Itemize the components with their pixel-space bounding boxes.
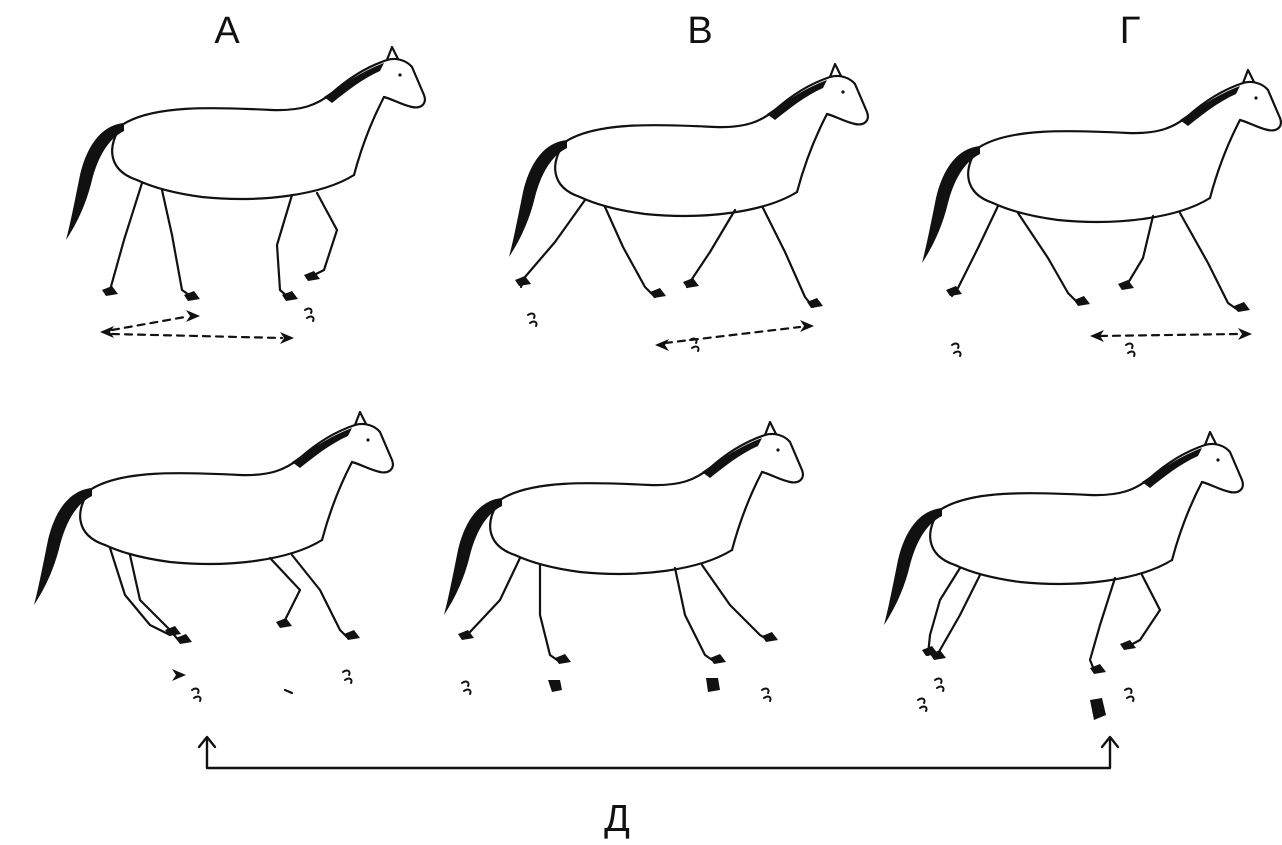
- horse-bottom-2: [444, 422, 803, 664]
- horse-top-a: [66, 47, 425, 301]
- tracks-bottom-2: [462, 678, 771, 701]
- tracks-bottom-1: [172, 669, 352, 701]
- tracks-top-v: [528, 314, 814, 351]
- tracks-bottom-3: [918, 679, 1134, 720]
- horse-bottom-1: [34, 412, 393, 644]
- horse-bottom-3: [884, 432, 1243, 674]
- tracks-top-g: [952, 328, 1252, 356]
- tracks-top-a: [100, 309, 314, 344]
- horse-top-v: [509, 64, 868, 308]
- connector-d: [199, 737, 1118, 768]
- horse-top-g: [922, 70, 1281, 312]
